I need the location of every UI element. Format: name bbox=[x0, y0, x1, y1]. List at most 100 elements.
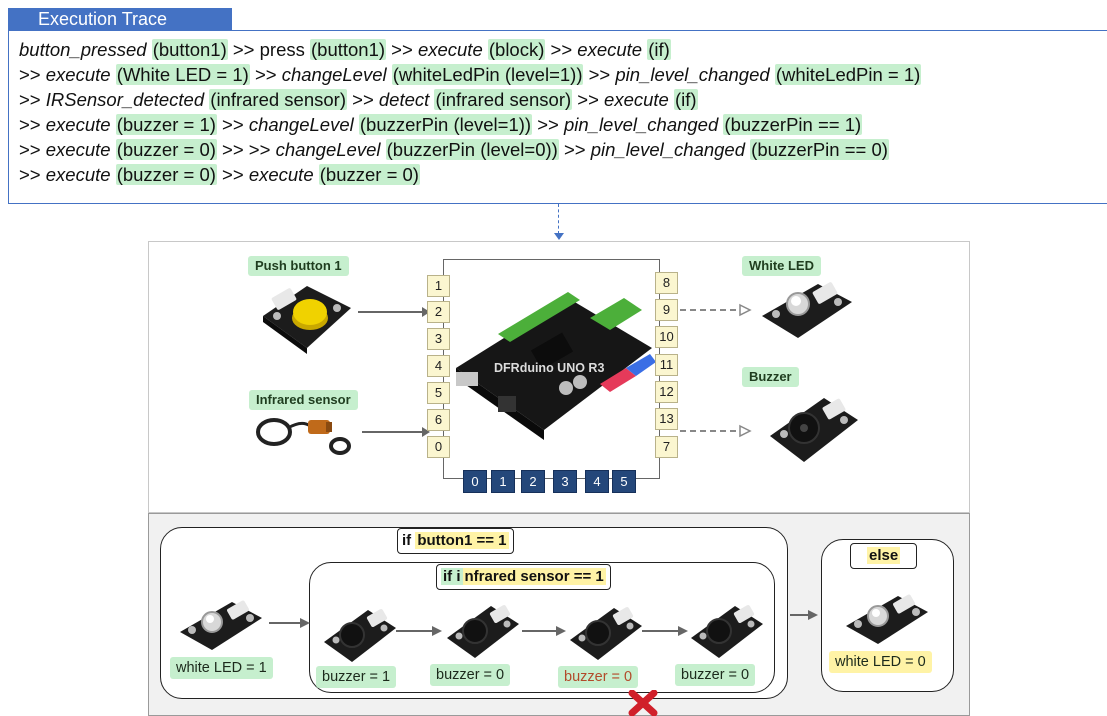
trace-line: button_pressed (button1) >> press (butto… bbox=[19, 37, 1107, 62]
trace-argument: (button1) bbox=[310, 39, 387, 60]
trace-event: execute bbox=[577, 39, 643, 60]
trace-line: >> execute (buzzer = 0) >> >> changeLeve… bbox=[19, 137, 1107, 162]
trace-event: execute bbox=[248, 164, 314, 185]
trace-event: pin_level_changed bbox=[590, 139, 746, 160]
trace-text: >> bbox=[19, 89, 46, 110]
right-pin: 7 bbox=[655, 436, 678, 458]
trace-text: >> bbox=[216, 114, 249, 135]
buzzer-label: Buzzer bbox=[742, 367, 799, 387]
right-pin: 13 bbox=[655, 408, 678, 430]
outer-if-condition: if button1 == 1 bbox=[397, 528, 514, 554]
trace-text bbox=[111, 139, 116, 160]
trace-text: >> bbox=[583, 64, 616, 85]
trace-text: >> bbox=[249, 64, 282, 85]
trace-text: >> bbox=[216, 164, 249, 185]
trace-argument: (buzzer = 0) bbox=[115, 139, 217, 160]
buzzer-state-2: buzzer = 0 bbox=[430, 664, 511, 686]
trace-argument: (White LED = 1) bbox=[115, 64, 250, 85]
left-pin: 4 bbox=[427, 355, 450, 377]
bottom-pin: 5 bbox=[612, 470, 636, 493]
trace-argument: (if) bbox=[673, 89, 698, 110]
input-arrows bbox=[358, 307, 430, 437]
trace-event: pin_level_changed bbox=[563, 114, 719, 135]
white-led-on-state: white LED = 1 bbox=[170, 657, 273, 679]
trace-argument: (buzzerPin == 0) bbox=[750, 139, 889, 160]
output-arrows bbox=[680, 303, 752, 438]
trace-text bbox=[111, 64, 116, 85]
white-led-label: White LED bbox=[742, 256, 821, 276]
trace-event: button_pressed bbox=[19, 39, 147, 60]
buzzer-2-icon bbox=[447, 605, 519, 658]
push-button-module-icon bbox=[263, 286, 351, 354]
white-led-module-icon bbox=[762, 282, 852, 338]
buzzer-3-icon bbox=[570, 607, 642, 660]
else-label: else bbox=[850, 543, 918, 569]
right-pin: 11 bbox=[655, 354, 678, 376]
arduino-board-icon bbox=[456, 292, 656, 440]
left-pin: 6 bbox=[427, 409, 450, 431]
trace-text bbox=[387, 64, 392, 85]
trace-line: >> execute (buzzer = 1) >> changeLevel (… bbox=[19, 112, 1107, 137]
left-pin: 1 bbox=[427, 275, 450, 297]
trace-text: >> bbox=[19, 114, 46, 135]
trace-argument: (buzzerPin (level=1)) bbox=[358, 114, 533, 135]
trace-argument: (buzzer = 0) bbox=[115, 164, 217, 185]
trace-event: changeLevel bbox=[275, 139, 381, 160]
bottom-pin: 1 bbox=[491, 470, 515, 493]
infrared-sensor-label: Infrared sensor bbox=[249, 390, 358, 410]
trace-text: >> bbox=[545, 39, 578, 60]
trace-text bbox=[111, 114, 116, 135]
trace-argument: (block) bbox=[487, 39, 546, 60]
trace-text: >> bbox=[19, 164, 46, 185]
left-pin: 0 bbox=[427, 436, 450, 458]
trace-text: >> bbox=[386, 39, 418, 60]
trace-argument: (whiteLedPin = 1) bbox=[774, 64, 922, 85]
trace-event: execute bbox=[45, 114, 111, 135]
buzzer-state-4: buzzer = 0 bbox=[675, 664, 756, 686]
failure-x-icon bbox=[628, 690, 658, 716]
trace-line: >> execute (buzzer = 0) >> execute (buzz… bbox=[19, 162, 1107, 187]
bottom-pin: 3 bbox=[553, 470, 577, 493]
trace-text bbox=[380, 139, 385, 160]
trace-event: execute bbox=[45, 139, 111, 160]
buzzer-module-icon bbox=[770, 398, 858, 462]
bottom-pin: 2 bbox=[521, 470, 545, 493]
trace-line: >> IRSensor_detected (infrared sensor) >… bbox=[19, 87, 1107, 112]
trace-text: >> bbox=[19, 139, 46, 160]
right-pin: 12 bbox=[655, 381, 678, 403]
infrared-sensor-module-icon bbox=[256, 418, 351, 455]
trace-event: execute bbox=[604, 89, 669, 110]
white-led-off-icon bbox=[846, 594, 928, 644]
trace-event: changeLevel bbox=[248, 114, 354, 135]
left-pin: 2 bbox=[427, 301, 450, 323]
trace-event: execute bbox=[45, 64, 111, 85]
right-pin: 8 bbox=[655, 272, 678, 294]
trace-text bbox=[314, 164, 319, 185]
trace-text: >> press bbox=[227, 39, 310, 60]
trace-text bbox=[147, 39, 152, 60]
trace-text: >> bbox=[572, 89, 605, 110]
trace-argument: (buzzerPin == 1) bbox=[723, 114, 863, 135]
trace-title: Execution Trace bbox=[8, 8, 232, 30]
trace-argument: (buzzer = 0) bbox=[318, 164, 420, 185]
trace-event: pin_level_changed bbox=[615, 64, 770, 85]
trace-argument: (whiteLedPin (level=1)) bbox=[391, 64, 584, 85]
trace-argument: (if) bbox=[647, 39, 671, 60]
trace-panel: button_pressed (button1) >> press (butto… bbox=[8, 30, 1107, 204]
right-pin: 10 bbox=[655, 326, 678, 348]
white-led-on-icon bbox=[180, 600, 262, 650]
trace-line: >> execute (White LED = 1) >> changeLeve… bbox=[19, 62, 1107, 87]
trace-event: execute bbox=[417, 39, 483, 60]
left-pin: 5 bbox=[427, 382, 450, 404]
trace-event: detect bbox=[378, 89, 430, 110]
board-label: DFRduino UNO R3 bbox=[494, 361, 605, 375]
trace-text: >> bbox=[532, 114, 564, 135]
buzzer-1-icon bbox=[324, 609, 396, 662]
trace-text bbox=[111, 164, 116, 185]
left-pin: 3 bbox=[427, 328, 450, 350]
trace-argument: (infrared sensor) bbox=[434, 89, 573, 110]
trace-argument: (infrared sensor) bbox=[209, 89, 347, 110]
trace-argument: (buzzerPin (level=0)) bbox=[385, 139, 559, 160]
white-led-off-state: white LED = 0 bbox=[829, 651, 932, 673]
